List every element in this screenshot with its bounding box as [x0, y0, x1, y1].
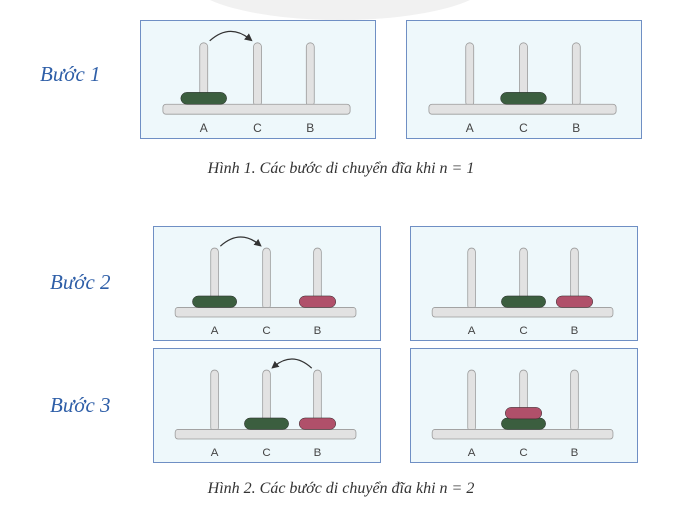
peg-B: [305, 42, 315, 107]
step-label-1: Bước 1: [40, 62, 101, 86]
peg-label-C: C: [519, 121, 528, 135]
peg-label-A: A: [200, 121, 208, 135]
peg-B: [570, 369, 579, 432]
peg-label-C: C: [253, 121, 262, 135]
peg-label-B: B: [571, 447, 579, 459]
disk-red: [555, 295, 594, 308]
peg-C: [262, 247, 271, 310]
base: [428, 103, 617, 115]
disk-green: [501, 295, 546, 308]
peg-label-B: B: [572, 121, 580, 135]
peg-label-C: C: [519, 325, 527, 337]
disk-green: [500, 92, 547, 105]
figure2-caption: Hình 2. Các bước di chuyển đĩa khi n = 2: [207, 480, 475, 497]
peg-label-A: A: [468, 325, 476, 337]
peg-label-B: B: [314, 447, 322, 459]
disk-green: [244, 417, 289, 430]
step-label-2: Bước 2: [50, 270, 111, 294]
base: [431, 307, 614, 318]
peg-label-A: A: [466, 121, 474, 135]
peg-label-A: A: [211, 447, 219, 459]
disk-green: [180, 92, 227, 105]
disk-green: [192, 295, 237, 308]
watermark-arc: [190, 0, 490, 20]
base: [162, 103, 351, 115]
move-arrow-icon: [219, 236, 262, 247]
peg-A: [467, 247, 476, 310]
peg-A: [210, 369, 219, 432]
disk-red: [298, 417, 337, 430]
move-arrow-icon: [209, 30, 253, 42]
peg-label-C: C: [519, 447, 527, 459]
disk-red: [298, 295, 337, 308]
base: [174, 307, 357, 318]
disk-red: [505, 407, 543, 420]
peg-label-B: B: [571, 325, 579, 337]
peg-label-C: C: [262, 447, 270, 459]
disk-green: [501, 417, 546, 430]
peg-C: [253, 42, 262, 107]
peg-label-B: B: [306, 121, 314, 135]
base: [431, 429, 614, 440]
peg-label-A: A: [468, 447, 476, 459]
peg-label-C: C: [262, 325, 270, 337]
peg-A: [467, 369, 476, 432]
peg-label-B: B: [314, 325, 322, 337]
base: [174, 429, 357, 440]
figure1-caption: Hình 1. Các bước di chuyển đĩa khi n = 1: [207, 160, 475, 177]
peg-label-A: A: [211, 325, 219, 337]
move-arrow-icon: [271, 358, 313, 369]
peg-A: [465, 42, 475, 107]
step-label-3: Bước 3: [50, 393, 111, 417]
peg-B: [571, 42, 581, 107]
